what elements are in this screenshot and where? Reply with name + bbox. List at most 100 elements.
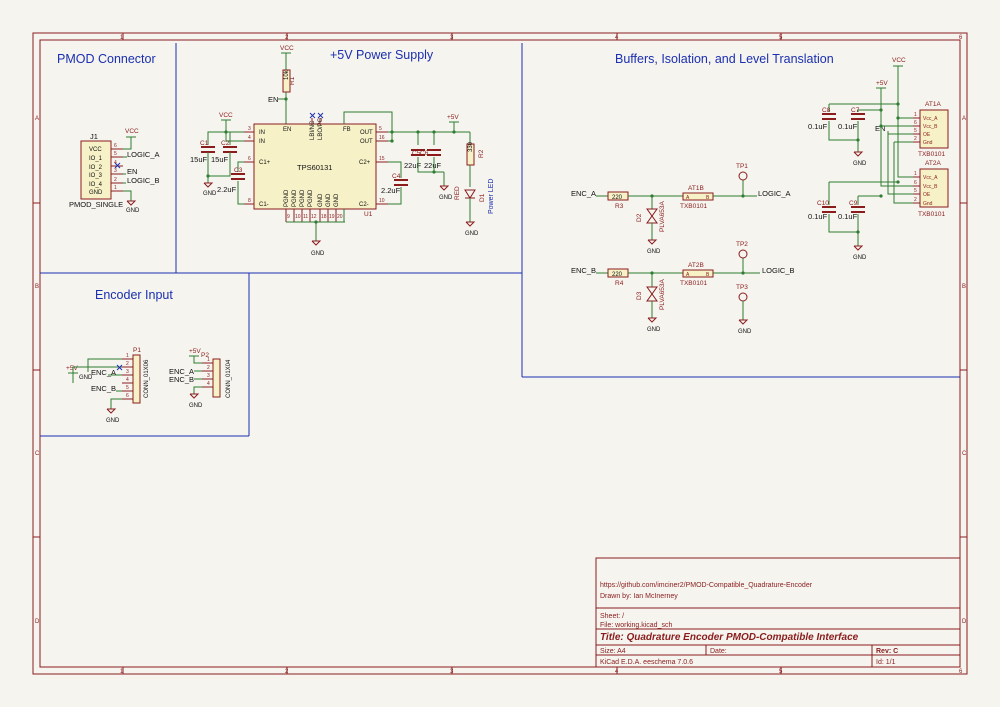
c2-capacitor[interactable] [223, 146, 237, 153]
u1-pin-num: 15 [379, 156, 385, 162]
col-label: 3 [450, 669, 454, 675]
j1-pin-num: 1 [114, 185, 117, 191]
u1-pin-label: C1- [259, 202, 269, 208]
r3-ref: R3 [615, 203, 624, 210]
c8-ref: C8 [822, 107, 831, 114]
row-label: D [962, 619, 967, 625]
p2-value: CONN_01X04 [226, 359, 232, 398]
u1-pin-label: PGND [284, 189, 290, 207]
p2-connector[interactable] [212, 358, 221, 398]
gnd-tp3-label: GND [738, 329, 752, 335]
tp3-testpoint[interactable] [738, 292, 748, 302]
at2a-pin-label: Vcc_B [923, 184, 938, 190]
tp1-testpoint[interactable] [738, 171, 748, 181]
r1-ref: R1 [289, 76, 296, 85]
logic-b-label: LOGIC_B [762, 266, 795, 275]
c8-capacitor[interactable] [822, 113, 836, 120]
title-block-file: File: working.kicad_sch [600, 622, 672, 629]
row-label: B [962, 284, 966, 290]
c7-ref: C7 [851, 107, 860, 114]
sheet-frame [32, 32, 968, 675]
c7-capacitor[interactable] [851, 113, 865, 120]
row-label: C [962, 451, 967, 457]
row-label: C [35, 451, 40, 457]
at2a-pin-num: 2 [914, 197, 917, 203]
p1-connector[interactable] [132, 354, 141, 404]
c7-value: 0.1uF [838, 122, 858, 131]
p1-pin-num: 5 [126, 385, 129, 391]
u1-pin-num: 8 [248, 198, 251, 204]
p2-pin-num: 4 [207, 381, 210, 387]
u1-pin-label: PGND [292, 189, 298, 207]
p1-gnd-label: GND [106, 418, 120, 424]
u1-pin-label: C2- [359, 202, 369, 208]
u1-pin-label: IN [259, 130, 265, 136]
section-title-power: +5V Power Supply [330, 48, 434, 62]
j1-pin-label: GND [89, 190, 103, 196]
c5-ref: C5 [412, 150, 421, 157]
title-block-tool: KiCad E.D.A. eeschema 7.0.6 [600, 659, 693, 666]
logic-a-label: LOGIC_A [758, 189, 791, 198]
j1-pin-label: VCC [89, 147, 102, 153]
r4-value: 220 [612, 272, 623, 278]
title-block-id: Id: 1/1 [876, 659, 896, 666]
at2a-value: TXB0101 [918, 211, 945, 218]
c4-capacitor[interactable] [394, 179, 408, 186]
tp2-testpoint[interactable] [738, 249, 748, 259]
buffer-channel-b: ENC_B 220 R4 D3 PLVA653A GND AT2B A B TX… [571, 241, 795, 335]
c5-capacitor[interactable] [411, 149, 425, 156]
gnd-right-label: GND [439, 195, 453, 201]
at1a-value: TXB0101 [918, 151, 945, 158]
at1a-pin-num: 1 [914, 112, 917, 118]
u1-pin-label: C1+ [259, 160, 271, 166]
u1-pin-num: 18 [321, 214, 327, 220]
enc-plus5-label: +5V [66, 365, 78, 372]
u1-pin-label: OUT [360, 139, 373, 145]
at2a-pin-num: 6 [914, 180, 917, 186]
en-net-label: EN [268, 95, 278, 104]
j1-pin-label: IO_4 [89, 182, 103, 188]
pmod-connector-j1[interactable]: J1 VCC IO_1 IO_2 IO_3 IO_4 GND 6 5 4 3 2… [69, 132, 123, 209]
r1-value: 10k [284, 69, 290, 80]
title-block-title: Title: Quadrature Encoder PMOD-Compatibl… [600, 632, 859, 643]
at1a-pin-num: 6 [914, 120, 917, 126]
net-label-logic-a: LOGIC_A [127, 150, 160, 159]
j1-pin-num: 3 [114, 168, 117, 174]
c10-ref: C10 [817, 200, 829, 207]
col-label: 5 [779, 35, 783, 41]
title-block-size: Size: A4 [600, 648, 626, 655]
u1-tps60131[interactable] [253, 123, 377, 210]
c8-value: 0.1uF [808, 122, 828, 131]
u1-pin-label: PGND [300, 189, 306, 207]
d2-tvs-diode[interactable] [646, 208, 658, 224]
d1-led[interactable] [464, 189, 476, 199]
c10-capacitor[interactable] [822, 206, 836, 213]
r2-value: 330 [468, 141, 474, 152]
u1-pin-label: GND [334, 193, 340, 207]
vcc-top-label: VCC [280, 45, 294, 52]
d3-tvs-diode[interactable] [646, 286, 658, 302]
p2-enc-a-label: ENC_A [169, 367, 194, 376]
at1a-buffer[interactable] [919, 109, 949, 149]
d1-ref: D1 [479, 193, 486, 202]
at2a-buffer[interactable] [919, 168, 949, 208]
c6-capacitor[interactable] [427, 149, 441, 156]
at1a-pin-label: Vcc_B [923, 124, 938, 130]
u1-pin-num: 10 [295, 214, 301, 220]
title-block: https://github.com/imciner2/PMOD-Compati… [595, 557, 961, 668]
c9-capacitor[interactable] [851, 206, 865, 213]
j1-gnd-label: GND [126, 208, 140, 214]
at1b-ref: AT1B [688, 185, 704, 192]
p2-pin-num: 1 [207, 357, 210, 363]
p2-pin-num: 2 [207, 365, 210, 371]
at1a-pin-label: OE [923, 132, 931, 138]
buffer-power-decoupling: VCC +5V EN C8 C7 0.1uF 0.1uF [808, 57, 949, 261]
plus5-buffers-label: +5V [876, 80, 888, 87]
c1-capacitor[interactable] [201, 146, 215, 153]
u1-pin-label: LBI/NC [310, 120, 316, 140]
c5-value: 22uF [404, 161, 422, 170]
gnd-d2-label: GND [647, 249, 661, 255]
p2-pin-num: 3 [207, 373, 210, 379]
c3-capacitor[interactable] [231, 173, 245, 180]
c3-value: 2.2uF [217, 185, 237, 194]
